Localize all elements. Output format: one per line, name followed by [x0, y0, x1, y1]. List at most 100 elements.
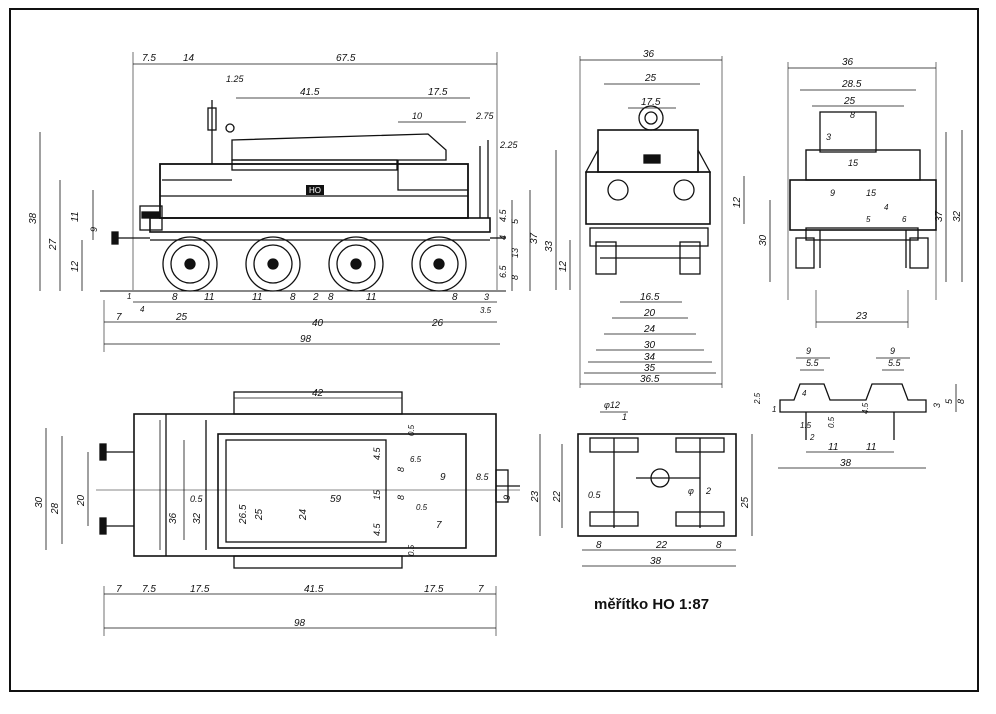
side-right-dim-3: 4.5 — [498, 208, 508, 222]
detail-dim-10: 4.5 — [861, 402, 870, 414]
detail-dim-8: 1.5 — [800, 421, 812, 430]
frame-dim-10: 22 — [655, 540, 668, 551]
front-bottom-dim-2: 20 — [643, 308, 656, 319]
detail-dim-5: 2.5 — [753, 392, 762, 405]
plan-inner-dim-3: 25 — [254, 508, 265, 521]
side-bottom1-dim-1: 1 — [127, 292, 131, 301]
plan-inner-dim-18: 9 — [502, 495, 512, 500]
side-bottom1-dim-6: 8 — [290, 292, 296, 303]
plan-left-dim-2: 28 — [50, 502, 61, 515]
plan-left-dim-3: 20 — [76, 494, 87, 507]
side-top-dim-2: 14 — [183, 53, 195, 64]
number-plate — [306, 185, 324, 195]
plan-left-dim-5: 32 — [192, 512, 203, 524]
detail-dim-2: 5.5 — [806, 358, 820, 368]
side-view-wheel-4 — [411, 236, 467, 292]
frame-dim-11: 8 — [716, 540, 722, 551]
side-top-dim-6: 17.5 — [428, 87, 448, 98]
frame-dim-6: φ — [688, 486, 694, 496]
plan-bottom-dim-5: 17.5 — [424, 584, 444, 595]
front-side-dim-1: 33 — [544, 240, 555, 252]
front-bottom-dim-1: 16.5 — [640, 292, 660, 303]
detail-dim-13: 5 — [944, 398, 954, 404]
detail-view — [778, 357, 957, 469]
plan-bottom-dim-1: 7 — [116, 584, 122, 595]
front-side-dim-3: 12 — [732, 196, 743, 208]
front-bottom-dim-5: 34 — [644, 352, 656, 363]
detail-dim-3: 9 — [890, 346, 895, 356]
side-bottom1-dim-2: 4 — [140, 305, 145, 314]
detail-dim-14: 8 — [956, 399, 966, 404]
side-top-dim-3: 67.5 — [336, 53, 356, 64]
plan-bottom-dim-4: 41.5 — [304, 584, 324, 595]
detail-dim-16: 11 — [866, 442, 876, 453]
side-left-dim-3: 12 — [70, 260, 81, 272]
frame-dim-12: 38 — [650, 556, 662, 567]
side-right-dim-6: 6.5 — [498, 264, 508, 278]
plan-inner-dim-12: 0.5 — [407, 544, 416, 556]
frame-dim-4: 22 — [552, 490, 563, 503]
side-left-dim-4: 11 — [70, 212, 81, 222]
side-overall-dim: 98 — [300, 334, 312, 345]
rear-side-dim-2: 37 — [934, 210, 945, 222]
front-bottom-dim-6: 35 — [644, 363, 656, 374]
front-bottom-dim-7: 36.5 — [640, 374, 660, 385]
side-bottom1-dim-5: 11 — [252, 292, 262, 303]
plan-inner-dim-10: 4.5 — [372, 522, 382, 536]
plan-inner-dim-2: 26.5 — [238, 504, 249, 525]
plan-overall-dim: 98 — [294, 618, 306, 629]
side-bottom2-dim-2: 25 — [175, 312, 188, 323]
side-left-dim-5: 9 — [89, 227, 99, 232]
rear-top-dim-8: 15 — [866, 188, 877, 198]
frame-dim-7: 2 — [705, 486, 711, 496]
side-bottom1-dim-8: 8 — [328, 292, 334, 303]
plan-inner-dim-11: 0.5 — [407, 424, 416, 436]
rear-top-dim-3: 25 — [843, 96, 856, 107]
side-bottom1-dim-4: 11 — [204, 292, 214, 303]
rear-top-dim-4: 8 — [850, 110, 855, 120]
side-top-dim-7: 10 — [412, 111, 422, 121]
side-top-dim-8: 2.75 — [475, 111, 495, 121]
plan-inner-dim-1: 0.5 — [190, 494, 204, 504]
rear-side-dim-1: 30 — [758, 234, 769, 246]
detail-dim-17: 38 — [840, 458, 852, 469]
side-view-wheel-3 — [328, 236, 384, 292]
detail-dim-7: 4 — [802, 389, 807, 398]
sheet-border — [9, 8, 979, 692]
plan-inner-dim-5: 59 — [330, 494, 342, 505]
frame-dim-9: 8 — [596, 540, 602, 551]
side-top-dim-9: 2.25 — [499, 140, 519, 150]
rear-top-dim-9: 4 — [884, 203, 889, 212]
front-view — [555, 56, 745, 388]
side-bottom1-dim-7: 2 — [312, 292, 319, 303]
side-bottom1-dim-3: 8 — [172, 292, 178, 303]
side-view-wheel-2 — [245, 236, 301, 292]
number-plate-text: HO — [309, 186, 321, 195]
rear-bottom-dim-1: 23 — [855, 311, 868, 322]
frame-dim-8: 25 — [740, 496, 751, 509]
plan-inner-dim-6: 15 — [372, 489, 382, 500]
side-right-dim-4: 4 — [498, 235, 508, 240]
plan-bottom-dim-2: 7.5 — [142, 584, 156, 595]
detail-dim-9: 0.5 — [827, 416, 836, 428]
detail-dim-1: 9 — [806, 346, 811, 356]
plan-inner-dim-17: 7 — [436, 520, 442, 531]
side-right-dim-7: 8 — [510, 275, 520, 280]
rear-top-dim-2: 28.5 — [841, 79, 862, 90]
detail-dim-15: 11 — [828, 442, 838, 453]
frame-view — [539, 411, 753, 567]
side-top-dim-1: 7.5 — [142, 53, 156, 64]
front-top-dim-2: 25 — [644, 73, 657, 84]
rear-top-dim-10: 5 — [866, 215, 871, 224]
side-right-dim-5: 13 — [510, 248, 520, 258]
frame-dim-3: 23 — [530, 490, 541, 503]
plan-bottom-dim-6: 7 — [478, 584, 484, 595]
side-bottom1-dim-9: 11 — [366, 292, 376, 303]
front-top-dim-3: 17.5 — [641, 97, 661, 108]
plan-inner-dim-16: 8.5 — [476, 472, 490, 482]
plan-left-dim-1: 30 — [34, 496, 45, 508]
detail-dim-11: 2 — [809, 433, 815, 442]
rear-top-dim-7: 9 — [830, 188, 835, 198]
side-bottom1-dim-12: 3.5 — [480, 306, 492, 315]
